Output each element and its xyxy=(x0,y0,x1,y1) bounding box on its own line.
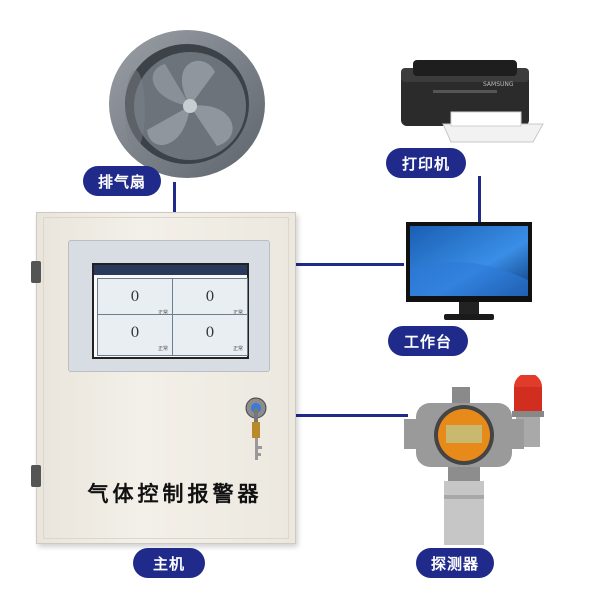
channel-cell-3[interactable]: 0 正常 xyxy=(97,314,173,356)
channel-4-value: 0 xyxy=(205,325,215,341)
channel-3-value: 0 xyxy=(130,325,140,341)
channel-3-status: 正常 xyxy=(157,346,168,352)
cabinet-door-edge xyxy=(43,217,289,539)
channel-4-status: 正常 xyxy=(232,346,243,352)
fan-connector-line xyxy=(173,182,176,214)
workstation-monitor-image xyxy=(406,222,532,320)
channel-cell-4[interactable]: 0 正常 xyxy=(172,314,248,356)
touchscreen-display[interactable]: 0 正常 0 正常 0 正常 0 正常 xyxy=(92,263,249,359)
fan-label: 排气扇 xyxy=(83,166,161,196)
printer-image: SAMSUNG xyxy=(401,60,544,143)
cabinet-hinge-top xyxy=(31,261,41,283)
host-label: 主机 xyxy=(133,548,205,578)
cabinet-title: 气体控制报警器 xyxy=(87,481,263,506)
svg-text:SAMSUNG: SAMSUNG xyxy=(483,81,514,88)
channel-cell-2[interactable]: 0 正常 xyxy=(172,278,248,320)
channel-2-value: 0 xyxy=(205,289,215,305)
screen-header-bar xyxy=(94,265,247,275)
detector-connector-line xyxy=(294,414,408,417)
channel-2-status: 正常 xyxy=(232,310,243,316)
key-lock-icon[interactable] xyxy=(244,396,268,466)
printer-connector-line xyxy=(478,176,481,222)
printer-label: 打印机 xyxy=(386,148,466,178)
workstation-label: 工作台 xyxy=(388,326,468,356)
workstation-connector-line xyxy=(294,263,404,266)
channel-1-value: 0 xyxy=(130,289,140,305)
detector-label: 探测器 xyxy=(416,548,494,578)
exhaust-fan-image xyxy=(109,30,265,178)
gas-detector-image xyxy=(404,375,544,545)
channel-1-status: 正常 xyxy=(157,310,168,316)
cabinet-hinge-bottom xyxy=(31,465,41,487)
